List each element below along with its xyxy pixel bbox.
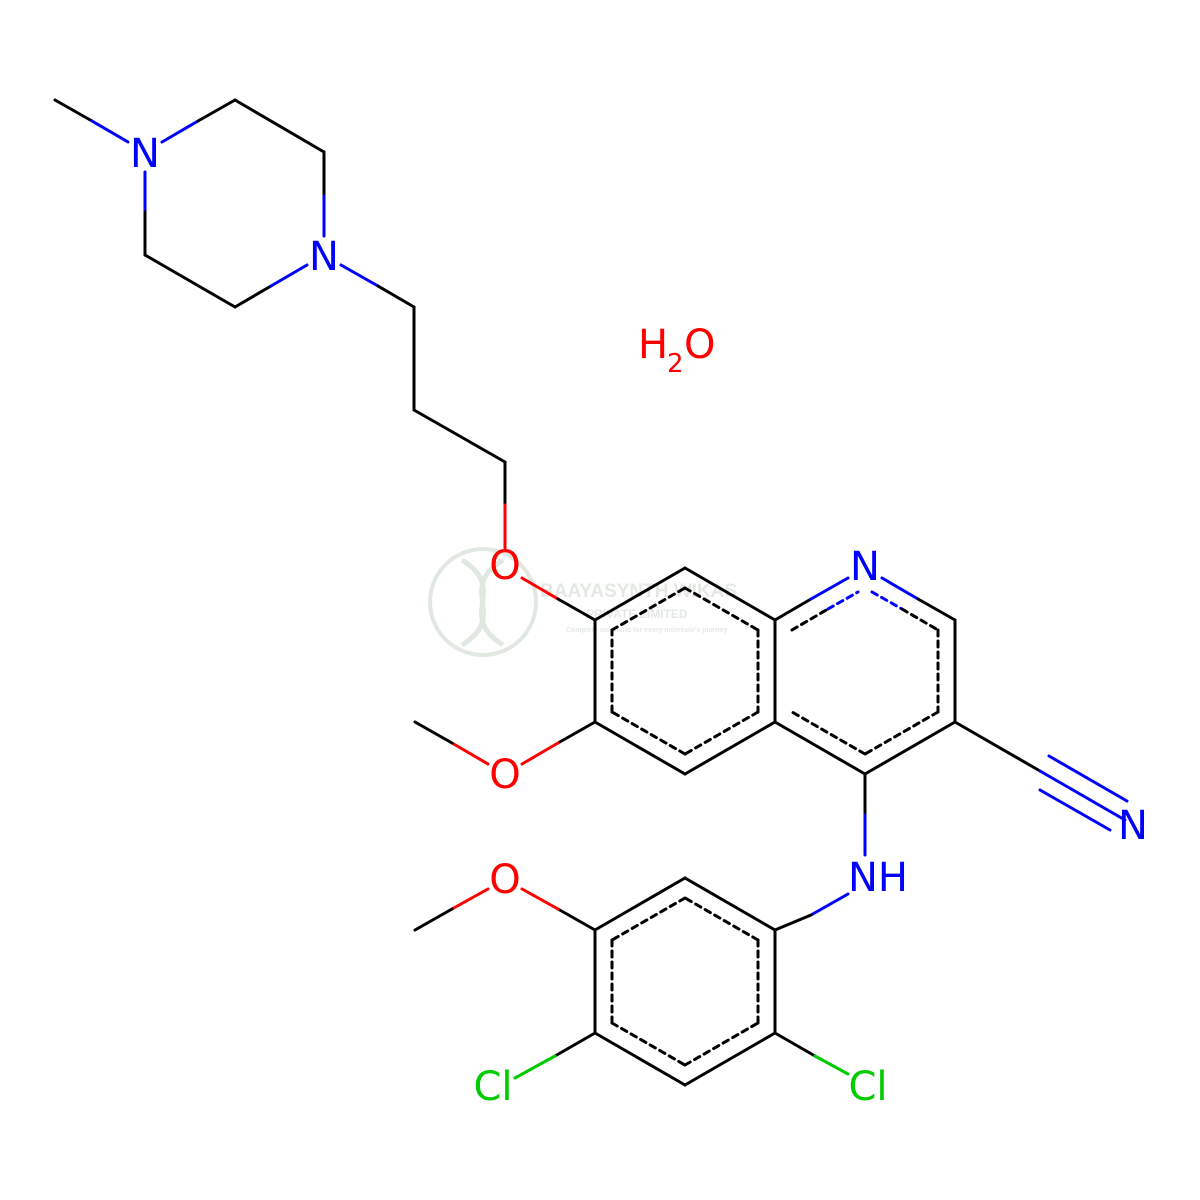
atom-n-propyl: N — [309, 234, 339, 280]
bond-nitrile — [953, 720, 1129, 832]
watermark-name: BAAYASYNTH WIKAS — [540, 581, 737, 602]
bond-amine — [773, 772, 867, 932]
atom-o-ether: O — [489, 543, 520, 589]
water-o: O — [684, 322, 715, 368]
atom-cl-left: Cl — [473, 1064, 512, 1110]
dna-logo-icon — [428, 547, 538, 657]
atom-n-methyl: N — [130, 131, 160, 177]
bond-cl-right — [773, 1031, 850, 1076]
atom-nh-amine: NH — [848, 855, 908, 901]
atom-cl-right: Cl — [848, 1064, 887, 1110]
water-subscript: 2 — [667, 349, 684, 379]
atom-n-quinoline: N — [850, 544, 880, 590]
bond-cl-left — [513, 1031, 597, 1080]
bond-methoxy-quinoline — [413, 720, 597, 766]
piperazine-ring — [143, 98, 326, 309]
watermark-tagline: Complete solutions for every molecule's … — [566, 627, 728, 634]
quinoline-benzo-ring — [593, 566, 777, 776]
phenyl-ring — [593, 876, 777, 1087]
water-h: H — [638, 322, 668, 368]
atom-o-methoxy-phenyl: O — [489, 857, 520, 903]
watermark-subtitle: PRIVATE LIMITED — [586, 607, 688, 621]
water-molecule: H 2 O — [638, 322, 715, 379]
atom-o-methoxy-quinoline: O — [489, 752, 520, 798]
bond-methyl-n — [53, 98, 130, 144]
watermark: BAAYASYNTH WIKAS PRIVATE LIMITED Complet… — [428, 547, 737, 657]
bond-o-ring — [520, 576, 597, 622]
propyl-chain — [339, 263, 507, 550]
bond-methoxy-phenyl — [413, 887, 597, 932]
quinoline-pyridine-ring — [773, 576, 957, 776]
atom-n-nitrile: N — [1118, 803, 1148, 849]
